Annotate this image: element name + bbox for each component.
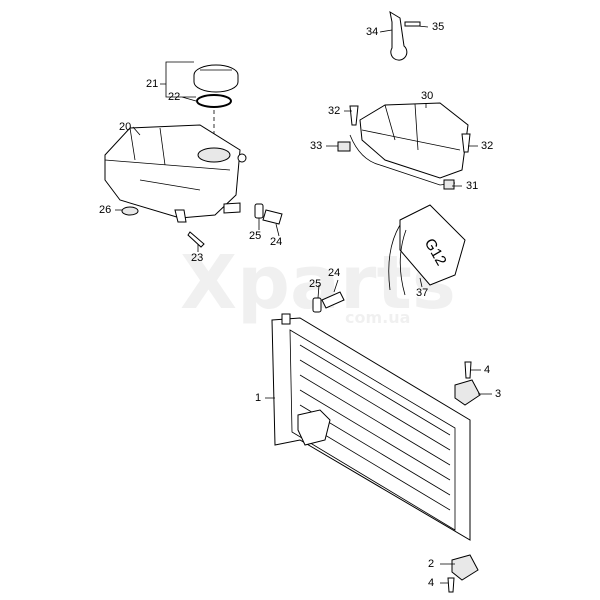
part-23-bolt bbox=[187, 231, 205, 248]
part-30-expansion-tank bbox=[349, 102, 469, 186]
callout-4-upper: 4 bbox=[484, 364, 491, 376]
part-32-bolt-left bbox=[349, 105, 359, 126]
callout-21: 21 bbox=[146, 78, 159, 90]
callout-24-lower: 24 bbox=[328, 267, 341, 279]
callout-25-lower: 25 bbox=[309, 278, 322, 290]
part-34-bracket bbox=[389, 10, 421, 61]
part-31-clip bbox=[443, 179, 455, 190]
callout-32-right: 32 bbox=[481, 140, 494, 152]
callout-37: 37 bbox=[416, 287, 429, 299]
callout-24-upper: 24 bbox=[270, 236, 283, 248]
part-32-bolt-right bbox=[461, 133, 471, 153]
callout-33: 33 bbox=[310, 140, 323, 152]
callout-30: 30 bbox=[421, 90, 434, 102]
part-26-plug bbox=[121, 206, 139, 216]
part-22-o-ring bbox=[196, 94, 232, 108]
callout-34: 34 bbox=[366, 26, 379, 38]
part-1-radiator bbox=[271, 313, 471, 541]
callout-1: 1 bbox=[255, 392, 262, 404]
callout-31: 31 bbox=[466, 180, 479, 192]
part-33-clip bbox=[337, 141, 351, 152]
part-25-clamp-lower bbox=[312, 297, 322, 313]
part-24-hose-lower bbox=[321, 291, 345, 309]
callout-20: 20 bbox=[119, 121, 132, 133]
callout-23: 23 bbox=[191, 252, 204, 264]
part-25-clamp-upper bbox=[254, 203, 264, 219]
callout-25-upper: 25 bbox=[249, 230, 262, 242]
callout-35: 35 bbox=[432, 21, 445, 33]
part-3-mount-upper bbox=[454, 379, 481, 406]
leader-lines bbox=[115, 25, 492, 584]
part-4-bolt-lower bbox=[447, 577, 455, 593]
callout-26: 26 bbox=[99, 204, 112, 216]
callout-3: 3 bbox=[495, 388, 502, 400]
part-20-expansion-tank bbox=[104, 124, 247, 223]
callout-22: 22 bbox=[168, 91, 181, 103]
callout-32-left: 32 bbox=[328, 105, 341, 117]
part-37-coolant-canister bbox=[388, 204, 466, 296]
callout-2: 2 bbox=[428, 558, 435, 570]
part-21-cap bbox=[193, 64, 239, 93]
part-24-hose-upper bbox=[262, 209, 283, 225]
part-4-bolt-upper bbox=[464, 361, 472, 379]
part-2-mount-lower bbox=[451, 554, 479, 581]
watermark-sub: com.ua bbox=[345, 308, 411, 327]
callout-4-lower: 4 bbox=[428, 577, 435, 589]
